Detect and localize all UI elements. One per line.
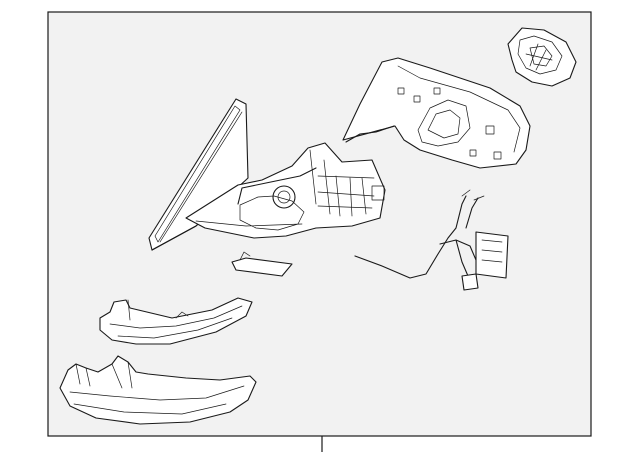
wiring-harness-icon	[354, 189, 509, 291]
mirror-cap-icon	[342, 57, 531, 169]
turn-signal-lamp-icon	[99, 297, 253, 345]
small-bracket-icon	[231, 251, 293, 277]
mirror-housing-icon	[185, 142, 386, 239]
lower-trim-cover-icon	[59, 355, 257, 425]
motor-connector-icon	[507, 27, 577, 87]
